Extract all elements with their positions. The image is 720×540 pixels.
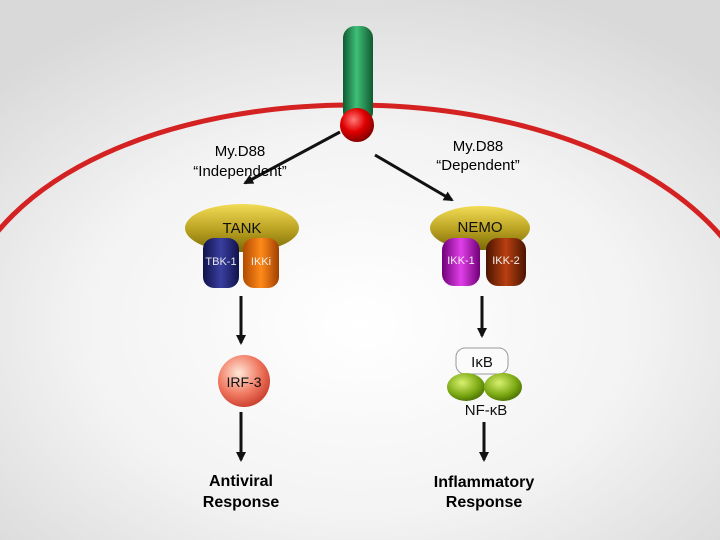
independent-title-line2: “Independent”: [193, 163, 286, 180]
irf3-label: IRF-3: [227, 374, 262, 390]
arrow-to-dependent: [374, 153, 454, 202]
tbk1-kinase: [203, 238, 239, 288]
ikk1-label: IKK-1: [447, 255, 475, 267]
dependent-title-line2: “Dependent”: [436, 157, 519, 174]
ikk1-kinase: [442, 238, 480, 286]
inflammatory-line1: Inflammatory: [434, 474, 535, 491]
ikki-label: IKKi: [251, 256, 271, 268]
nfkb-label: NF-κB: [465, 402, 508, 419]
antiviral-line2: Response: [203, 494, 280, 511]
irf3-node: [218, 355, 270, 407]
tank-label: TANK: [223, 220, 262, 237]
nemo-label: NEMO: [458, 219, 503, 236]
independent-title-line1: My.D88: [215, 143, 266, 160]
ikb-label: IκB: [471, 354, 493, 371]
receptor-stalk: [343, 26, 373, 124]
ikk2-label: IKK-2: [492, 255, 520, 267]
nfkb-subunit-left: [447, 373, 485, 401]
ikki-kinase: [243, 238, 279, 288]
antiviral-line1: Antiviral: [209, 473, 273, 490]
dependent-title-line1: My.D88: [453, 138, 504, 155]
nfkb-subunit-right: [484, 373, 522, 401]
tbk1-label: TBK-1: [205, 256, 236, 268]
arrow-to-independent: [243, 130, 341, 185]
ikb-node: [455, 347, 509, 375]
inflammatory-line2: Response: [446, 494, 523, 511]
ikk2-kinase: [486, 238, 526, 286]
receptor-head: [340, 108, 374, 142]
